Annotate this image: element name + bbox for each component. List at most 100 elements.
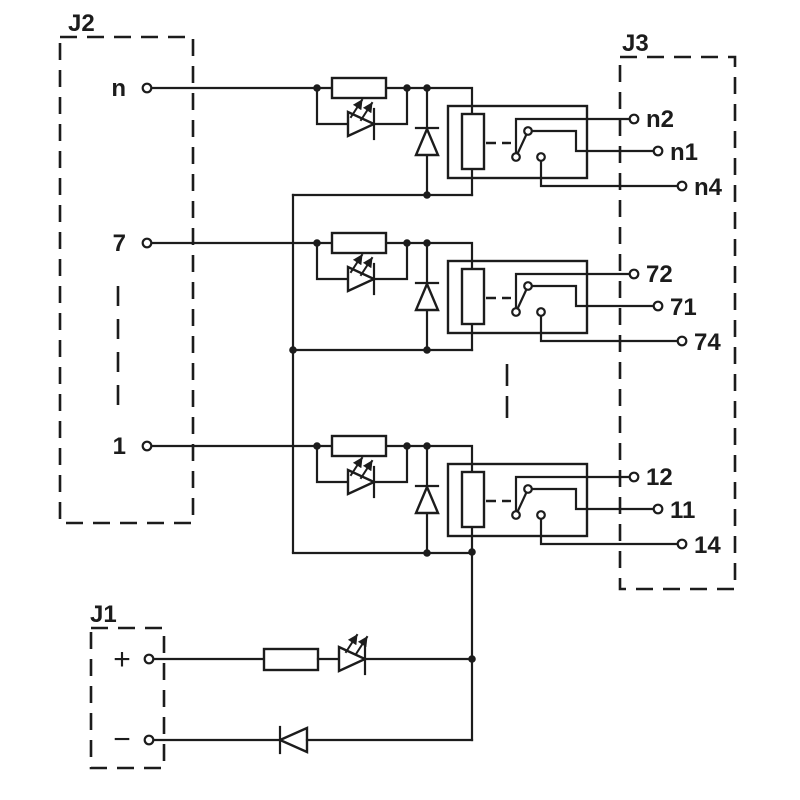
junction-dot <box>423 442 431 450</box>
wire <box>315 444 350 484</box>
junction-dot <box>423 549 431 557</box>
junction-dot <box>423 239 431 247</box>
terminal-label: 14 <box>694 532 721 559</box>
resistor-symbol <box>330 231 388 255</box>
connector-j2-box <box>58 35 195 525</box>
wire <box>372 241 409 281</box>
led-light-arrow-icon <box>359 101 374 122</box>
led-symbol <box>337 645 368 673</box>
terminal-circle <box>628 113 640 125</box>
wire <box>315 241 350 281</box>
terminal-circle <box>628 268 640 280</box>
terminal-circle <box>143 653 155 665</box>
resistor-symbol <box>330 434 388 458</box>
terminal-label: 71 <box>670 294 697 321</box>
terminal-circle <box>652 503 664 515</box>
relay-box <box>446 104 589 180</box>
wire <box>539 310 679 343</box>
wire <box>514 475 631 517</box>
flyback-diode-symbol <box>414 483 440 515</box>
contact-circle <box>536 510 546 520</box>
contact-circle <box>536 307 546 317</box>
terminal-label: n2 <box>646 106 674 133</box>
terminal-circle <box>141 440 153 452</box>
wire <box>514 117 631 159</box>
junction-dot <box>313 239 321 247</box>
reverse-protection-diode-symbol <box>277 726 309 754</box>
terminal-circle <box>676 180 688 192</box>
connector-j2-label: J2 <box>68 10 95 37</box>
junction-dot <box>423 191 431 199</box>
connector-j3: J3 <box>618 30 737 591</box>
wire <box>539 155 679 188</box>
connector-j3-label: J3 <box>622 30 649 57</box>
led-symbol <box>346 468 377 496</box>
connector-j1-label: J1 <box>90 601 117 628</box>
led-light-arrow-icon <box>354 635 369 656</box>
led-light-arrow-icon <box>349 456 364 477</box>
relay-channel: 7 72 71 74 <box>113 230 722 356</box>
contact-circle <box>511 152 521 162</box>
relay-coil-symbol <box>460 470 486 529</box>
terminal-circle <box>676 335 688 347</box>
junction-dot <box>403 84 411 92</box>
input-pin-label: 1 <box>113 433 126 460</box>
terminal-label: 72 <box>646 261 673 288</box>
junction-dot <box>403 239 411 247</box>
wire <box>315 86 350 126</box>
wire <box>149 241 474 271</box>
terminal-circle <box>676 538 688 550</box>
flyback-diode-symbol <box>414 280 440 312</box>
relay-box <box>446 462 589 538</box>
junction-dot <box>468 655 476 663</box>
terminal-label: 74 <box>694 329 721 356</box>
junction-dot <box>423 346 431 354</box>
terminal-circle <box>143 734 155 746</box>
wire <box>526 129 655 153</box>
wire <box>372 86 409 126</box>
terminal-circle <box>141 237 153 249</box>
led-light-arrow-icon <box>349 253 364 274</box>
led-light-arrow-icon <box>349 98 364 119</box>
relay-coil-symbol <box>460 267 486 326</box>
contact-circle <box>523 484 533 494</box>
led-symbol <box>346 265 377 293</box>
terminal-circle <box>652 300 664 312</box>
contact-circle <box>523 281 533 291</box>
wire <box>514 272 631 314</box>
led-light-arrow-icon <box>344 633 359 654</box>
relay-coil-symbol <box>460 112 486 171</box>
contact-circle <box>511 307 521 317</box>
resistor-symbol <box>330 76 388 100</box>
terminal-circle <box>141 82 153 94</box>
wire <box>149 444 474 474</box>
contact-circle <box>523 126 533 136</box>
wire <box>372 444 409 484</box>
connector-j3-box <box>618 55 737 591</box>
contact-circle <box>511 510 521 520</box>
contact-circle <box>536 152 546 162</box>
input-pin-label: 7 <box>113 230 126 257</box>
connector-j1-box <box>89 626 166 770</box>
resistor-symbol <box>262 647 320 672</box>
junction-dot <box>423 84 431 92</box>
input-pin-label: n <box>111 75 126 102</box>
wire <box>149 86 474 116</box>
junction-dot <box>313 84 321 92</box>
terminal-circle <box>628 471 640 483</box>
terminal-label: n1 <box>670 139 698 166</box>
junction-dot <box>403 442 411 450</box>
junction-dot <box>313 442 321 450</box>
terminal-label: n4 <box>694 174 723 201</box>
relay-channel: n n2 n1 n4 <box>111 75 722 201</box>
wire <box>539 513 679 546</box>
terminal-label: 11 <box>670 497 695 524</box>
power-input-section: J1 + − <box>89 601 476 770</box>
connector-j2: J2 <box>58 10 195 525</box>
led-light-arrow-icon <box>359 459 374 480</box>
wire <box>526 284 655 308</box>
